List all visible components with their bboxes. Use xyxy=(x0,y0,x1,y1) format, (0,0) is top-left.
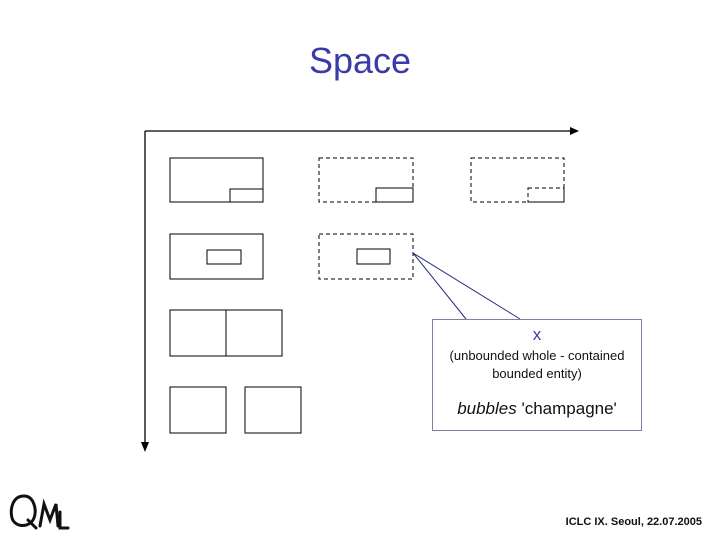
callout-example-gloss: 'champagne' xyxy=(516,399,617,418)
row1-dashed-whole-2 xyxy=(470,157,565,203)
y-axis-arrowhead xyxy=(141,442,149,452)
row-2 xyxy=(169,233,414,280)
callout-description-line2: bounded entity) xyxy=(492,366,582,381)
callout-example: bubbles 'champagne' xyxy=(433,399,641,419)
pointer-line-left xyxy=(412,252,467,320)
row-1 xyxy=(169,157,565,203)
x-axis-arrowhead xyxy=(570,127,579,135)
pointer-line-right xyxy=(412,252,521,320)
row2-dashed-whole xyxy=(318,233,414,280)
callout-variable: x xyxy=(532,325,542,344)
footer-conference: ICLC IX. Seoul, 22.07.2005 xyxy=(565,516,702,528)
qml-logo xyxy=(9,494,70,530)
row2-solid-inner xyxy=(206,249,242,265)
row4-entity-left xyxy=(169,386,227,434)
callout-description: (unbounded whole - contained bounded ent… xyxy=(433,347,641,383)
row2-solid-whole xyxy=(169,233,264,280)
row-3 xyxy=(169,309,283,357)
callout-box: x (unbounded whole - contained bounded e… xyxy=(432,319,642,431)
row1-solid-part xyxy=(229,188,264,203)
row1-dashed-whole xyxy=(318,157,414,203)
row1-solid-whole xyxy=(169,157,264,203)
row1-dashed-part-2 xyxy=(527,187,565,203)
row-4 xyxy=(169,386,302,434)
row4-entity-right xyxy=(244,386,302,434)
slide-title: Space xyxy=(308,40,412,81)
callout-pointer xyxy=(412,252,521,320)
callout-description-line1: (unbounded whole - contained xyxy=(449,348,625,363)
row1-dashed-solid-part xyxy=(375,187,414,203)
axes xyxy=(141,127,579,452)
row2-dashed-inner xyxy=(356,248,391,265)
callout-example-word: bubbles xyxy=(457,399,517,418)
